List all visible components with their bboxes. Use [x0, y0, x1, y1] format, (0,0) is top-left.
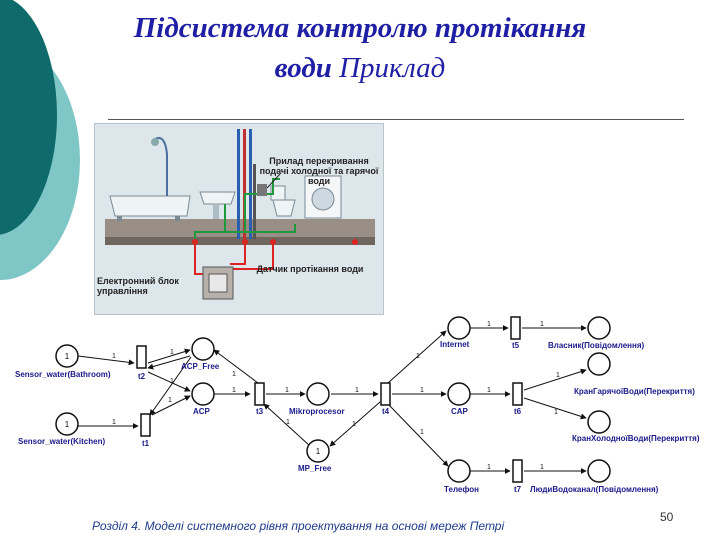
label-t7: t7 [514, 485, 522, 494]
weight-1: 1 [112, 353, 116, 360]
place-sensor-kitchen [55, 412, 79, 436]
label-hot-valve: КранГарячоїВоди(Перекриття) [574, 387, 695, 396]
label-service: ЛюдиВодоканал(Повідомлення) [530, 485, 659, 494]
title-line-2: води Приклад [60, 48, 660, 88]
petri-tokens: 1 1 1 [65, 352, 321, 456]
label-valve-device: Прилад перекривання подачі холодної та г… [259, 156, 379, 186]
arc-t2-acpfree [147, 348, 191, 364]
transition-t3 [254, 382, 265, 406]
transition-t4 [380, 382, 391, 406]
place-acp-free [191, 337, 215, 361]
label-t1: t1 [142, 439, 150, 448]
decorative-shapes [0, 0, 90, 300]
label-t3: t3 [256, 407, 264, 416]
plumbing-drawing [95, 124, 383, 314]
petri-places [55, 316, 611, 483]
token-mp-free: 1 [316, 447, 321, 456]
place-telephone [447, 459, 471, 483]
page-title: Підсистема контролю протікання води Прик… [60, 8, 660, 88]
place-mp-free [306, 439, 330, 463]
label-internet: Internet [440, 340, 470, 349]
weight-17: 1 [487, 387, 491, 394]
petri-labels: Sensor_water(Bathroom) Sensor_water(Kitc… [15, 340, 700, 494]
transition-t1 [140, 413, 151, 437]
label-control-unit: Електронний блок управління [97, 276, 179, 296]
weight-21: 1 [540, 464, 544, 471]
arc-t1-acp [151, 395, 191, 416]
weight-13: 1 [420, 387, 424, 394]
title-bold-word: води [274, 52, 332, 84]
transition-t7 [512, 459, 523, 483]
weight-11: 1 [352, 421, 356, 428]
weight-9: 1 [286, 419, 290, 426]
arc-t4-mpfree [329, 401, 381, 447]
weight-16: 1 [540, 321, 544, 328]
page-number: 50 [660, 510, 674, 524]
arc-t4-internet [387, 330, 447, 384]
arc-t6-hot [523, 368, 587, 391]
weight-14: 1 [420, 429, 424, 436]
place-internet [447, 316, 471, 340]
weight-4: 1 [170, 378, 174, 385]
token-sensor-bathroom: 1 [65, 352, 70, 361]
weight-7: 1 [232, 387, 236, 394]
label-sensor-kitchen: Sensor_water(Kitchen) [18, 437, 105, 446]
place-microprocessor [306, 382, 330, 406]
arc-mpfree-t3 [263, 403, 311, 447]
weight-19: 1 [554, 409, 558, 416]
weight-6: 1 [232, 371, 236, 378]
weight-20: 1 [487, 464, 491, 471]
arc-acpfree-t2 [147, 355, 191, 370]
arc-t6-cold [523, 397, 587, 420]
weight-15: 1 [487, 321, 491, 328]
label-t2: t2 [138, 372, 146, 381]
label-owner: Власник(Повідомлення) [548, 341, 644, 350]
label-acp: ACP [193, 407, 211, 416]
arc-sensor-bath-t2 [77, 355, 135, 366]
place-acp [191, 382, 215, 406]
transition-t6 [512, 382, 523, 406]
petri-transitions [136, 316, 523, 483]
weight-10: 1 [355, 387, 359, 394]
title-line-1: Підсистема контролю протікання [133, 12, 587, 44]
place-sensor-bathroom [55, 344, 79, 368]
weight-12: 1 [416, 353, 420, 360]
title-plain-word: Приклад [339, 52, 446, 84]
label-cap: CAP [451, 407, 469, 416]
label-acp-free: ACP_Free [181, 362, 220, 371]
place-hot-valve [587, 352, 611, 376]
label-t6: t6 [514, 407, 522, 416]
plumbing-illustration: Прилад перекривання подачі холодної та г… [94, 123, 384, 315]
arc-acpfree-t1 [149, 356, 192, 416]
weight-2: 1 [112, 419, 116, 426]
petri-net-diagram: 1 1 1 1 1 1 1 1 1 1 1 1 1 1 1 1 1 1 1 1 … [15, 316, 700, 494]
petri-arcs [77, 325, 587, 474]
label-sensor-bathroom: Sensor_water(Bathroom) [15, 370, 111, 379]
label-cold-valve: КранХолодноїВоди(Перекриття) [572, 434, 700, 443]
footer-caption: Розділ 4. Моделі системного рівня проект… [92, 519, 505, 533]
transition-t5 [510, 316, 521, 340]
transition-t2 [136, 345, 147, 369]
place-service [587, 459, 611, 483]
weight-8: 1 [285, 387, 289, 394]
place-cold-valve [587, 410, 611, 434]
title-divider [108, 119, 684, 120]
label-mp-free: MP_Free [298, 464, 332, 473]
arc-t3-acpfree [213, 349, 263, 387]
label-t4: t4 [382, 407, 390, 416]
label-telephone: Телефон [444, 485, 479, 494]
label-t5: t5 [512, 341, 520, 350]
arc-t2-acp [147, 371, 191, 392]
arc-weight-labels: 1 1 1 1 1 1 1 1 1 1 1 1 1 1 1 1 1 1 1 1 … [112, 321, 560, 471]
place-owner [587, 316, 611, 340]
weight-3: 1 [170, 349, 174, 356]
arc-t4-telephone [388, 404, 449, 467]
token-sensor-kitchen: 1 [65, 420, 70, 429]
place-cap [447, 382, 471, 406]
weight-5: 1 [168, 397, 172, 404]
label-leak-sensors: Датчик протікання води [256, 264, 364, 274]
label-microprocessor: Mikroproсesor [289, 407, 345, 416]
weight-18: 1 [556, 372, 560, 379]
